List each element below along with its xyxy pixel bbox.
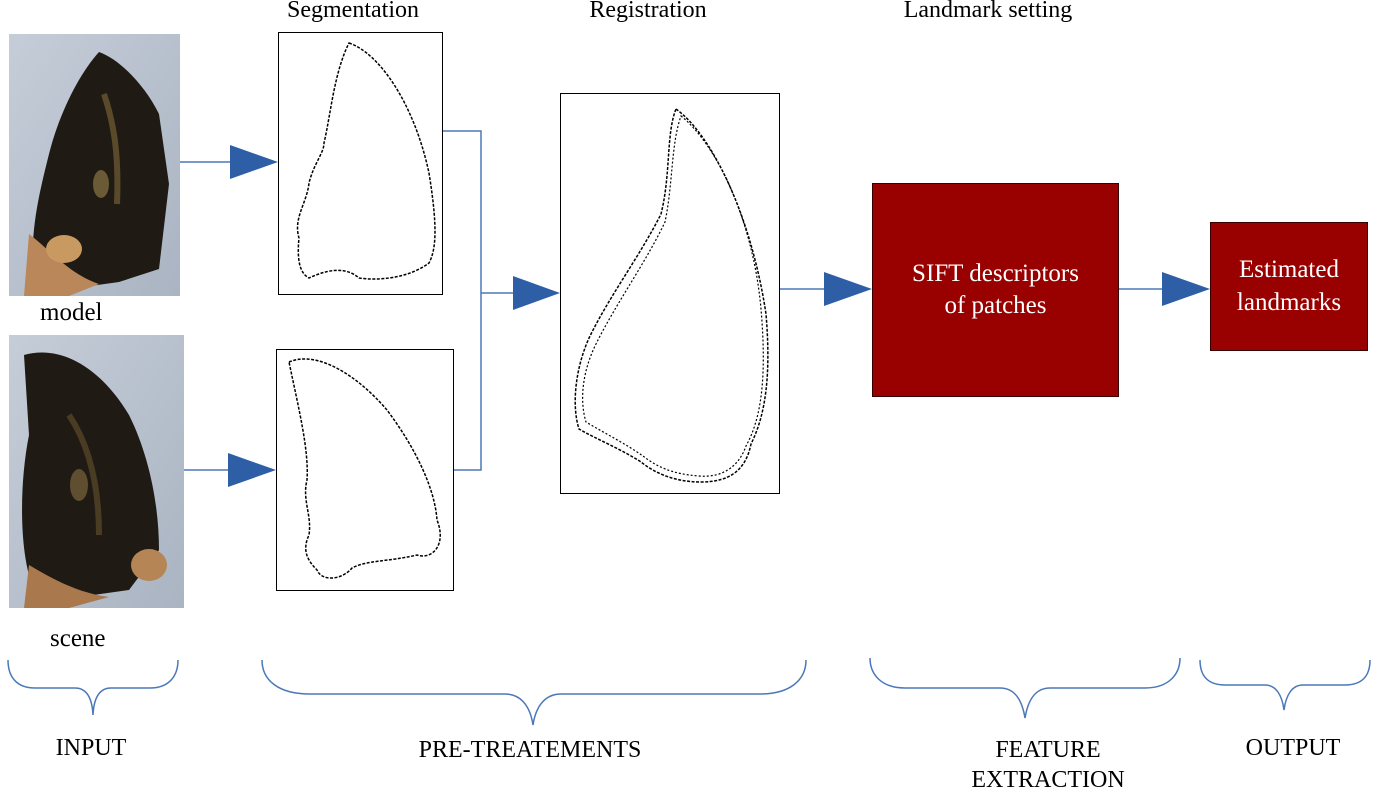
group-input: INPUT xyxy=(55,735,127,761)
model-image xyxy=(9,34,180,296)
sift-line-1: SIFT descriptors xyxy=(912,259,1079,287)
landmark-setting-heading: Landmark setting xyxy=(903,0,1073,23)
feature-extraction-line-1: FEATURE xyxy=(995,737,1101,763)
registration-box xyxy=(560,93,780,494)
brace-output xyxy=(1199,659,1371,711)
sift-line-2: of patches xyxy=(944,292,1047,319)
arrow-model-to-segmentation xyxy=(230,145,278,179)
arrow-to-sift xyxy=(824,272,872,306)
feature-extraction-line-2: EXTRACTION xyxy=(971,767,1125,793)
group-pretreatments: PRE-TREATEMENTS xyxy=(418,737,642,763)
arrow-scene-to-segmentation xyxy=(228,453,276,487)
model-segmentation-box xyxy=(278,32,443,295)
brace-feature-extraction xyxy=(869,657,1181,719)
segmentation-heading: Segmentation xyxy=(287,0,419,23)
model-outline xyxy=(296,42,436,280)
arrow-to-registration xyxy=(513,276,560,310)
scene-label: scene xyxy=(50,625,106,652)
scene-segmentation-box xyxy=(276,349,454,591)
brace-pretreatments xyxy=(261,659,807,726)
estimated-line-2: landmarks xyxy=(1236,288,1342,316)
group-output: OUTPUT xyxy=(1245,735,1341,761)
estimated-landmarks-box: Estimated landmarks xyxy=(1210,222,1368,351)
scene-outline xyxy=(288,358,441,579)
registration-heading: Registration xyxy=(589,0,707,23)
model-label: model xyxy=(40,299,103,326)
connector-join xyxy=(443,130,482,471)
brace-input xyxy=(7,659,179,716)
scene-image xyxy=(9,335,184,608)
group-feature-extraction: FEATURE EXTRACTION xyxy=(971,735,1124,795)
arrow-to-estimated xyxy=(1162,272,1210,306)
estimated-line-1: Estimated xyxy=(1239,256,1339,283)
registered-outline xyxy=(574,107,769,483)
sift-descriptors-box: SIFT descriptors of patches xyxy=(872,183,1119,397)
